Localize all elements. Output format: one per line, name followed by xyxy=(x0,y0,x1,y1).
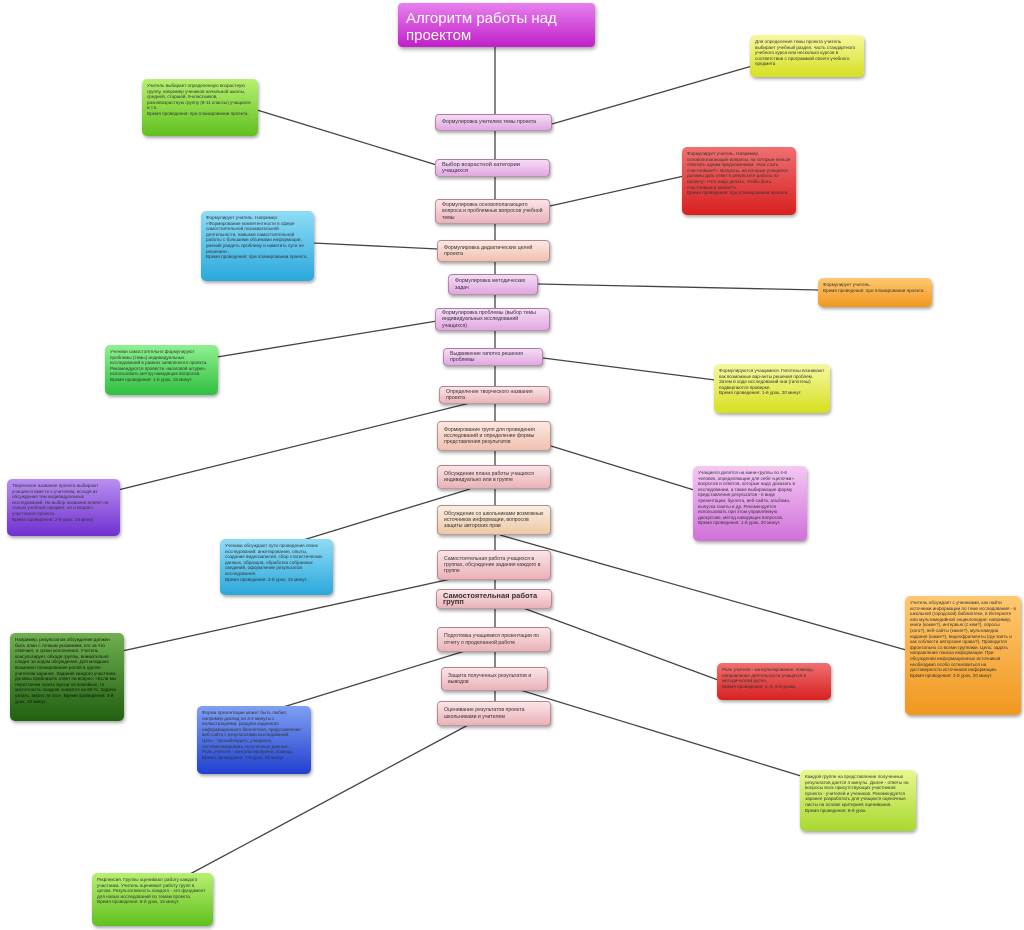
step-13: Самостоятельная работа групп xyxy=(436,589,552,609)
note-reflection: Рефлексия. Группы оценивают работу каждо… xyxy=(92,873,213,926)
note-questions: Формулирует учитель. Например, основопол… xyxy=(682,147,796,215)
step-10: Обсуждение плана работы учащихся индивид… xyxy=(437,465,551,489)
step-14: Подготовка учащимися презентации по отче… xyxy=(437,627,551,652)
note-sources: Учитель обсуждает с учениками, как найти… xyxy=(905,596,1021,715)
step-15: Защита полученных результатов и выводов xyxy=(441,667,548,691)
step-12: Самостоятельная работа учащихся в группа… xyxy=(437,550,551,580)
step-2: Выбор возрастной категории учащихся xyxy=(435,159,550,177)
step-5: Формулировка методических задач xyxy=(448,274,538,295)
note-hypothesis: Формулируются учащимися. Гипотезы возник… xyxy=(714,364,830,413)
note-problem: Ученики самостоятельно формулируют пробл… xyxy=(105,345,218,395)
step-4: Формулировка дидактических целей проекта xyxy=(437,240,550,262)
step-3: Формулировка основополагающего вопроса и… xyxy=(435,199,550,224)
note-theme: Для определения темы проекта учитель выб… xyxy=(750,35,864,77)
step-8: Определение творческого названия проекта xyxy=(439,386,550,404)
step-1: Формулировка учителем темы проекта xyxy=(435,114,552,131)
note-selfwork: Например, результатом обсуждения должен … xyxy=(10,633,124,721)
note-age: Учитель выбирает определенную возрастную… xyxy=(142,79,258,136)
note-plan: Ученики обсуждают пути проведения своих … xyxy=(220,539,333,595)
note-groups: Учащиеся делятся на мини-группы по 4-6 ч… xyxy=(693,466,807,541)
step-9: Формирование групп для проведения исслед… xyxy=(437,421,551,451)
step-11: Обсуждение со школьниками возможных исто… xyxy=(437,505,551,535)
step-6: Формулировка проблемы (выбор темы индиви… xyxy=(435,308,550,331)
note-name: Творческое название проекта выбирают уча… xyxy=(7,479,120,536)
note-presentation: Форма презентации может быть любая, напр… xyxy=(197,706,311,774)
step-7: Выдвижение гипотез решения проблемы xyxy=(443,348,543,366)
note-goals: Формулирует учитель. Например: «Формиров… xyxy=(201,211,314,281)
diagram-title: Алгоритм работы над проектом xyxy=(398,3,595,47)
note-tasks: Формулирует учитель. Время проведения: п… xyxy=(818,278,932,307)
step-16: Оценивание результатов проекта школьника… xyxy=(437,701,551,726)
note-teacher-role: Роль учителя - консультирование, помощь,… xyxy=(717,663,831,700)
note-defense: Каждой группе на представление полученны… xyxy=(800,770,916,831)
